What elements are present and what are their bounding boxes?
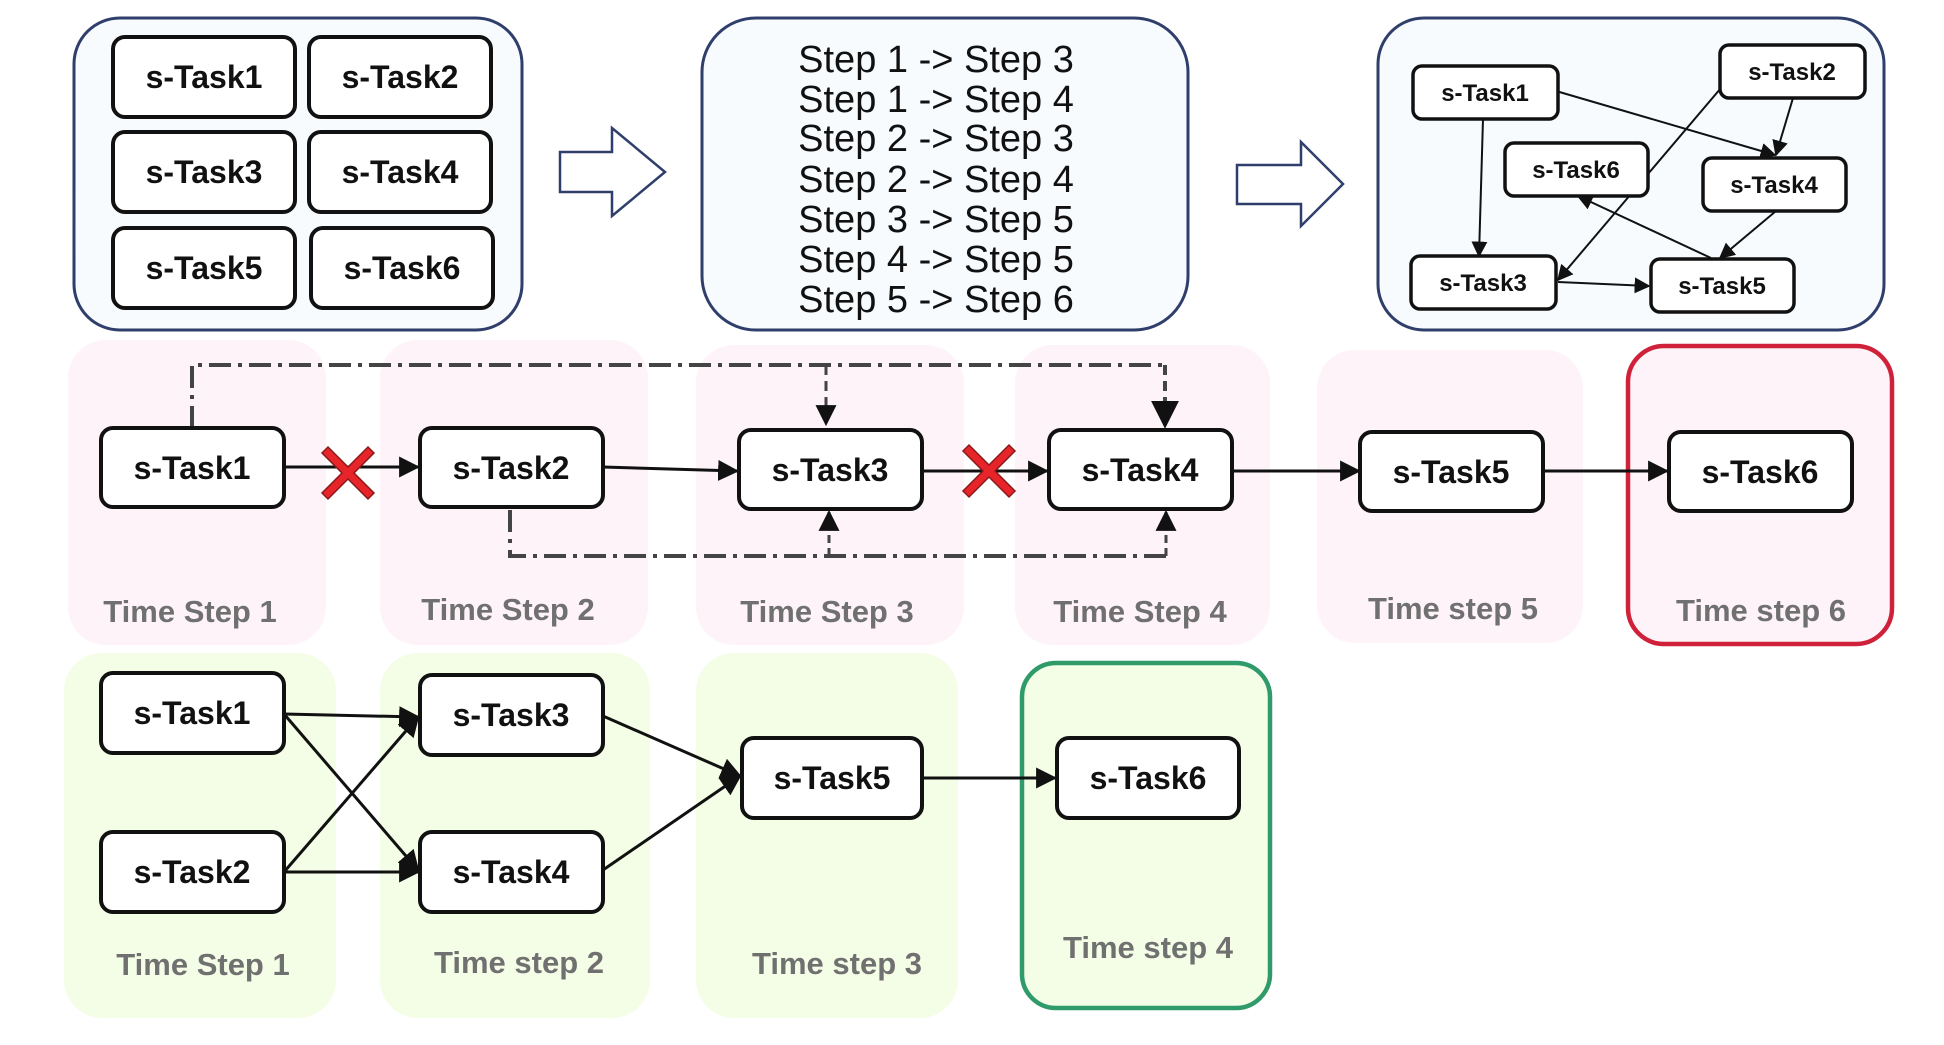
subtask-label: s-Task4 (342, 154, 459, 190)
subtask-box: s-Task6 (309, 226, 495, 310)
time-step-label: Time step 4 (1063, 930, 1234, 965)
time-step-label: Time Step 4 (1053, 594, 1227, 629)
dependency-arrow (283, 706, 421, 728)
time-step-label: Time step 3 (752, 946, 922, 981)
time-step-label: Time Step 1 (116, 947, 289, 982)
dag-node-label: s-Task3 (1439, 270, 1527, 297)
dependency-arrow (602, 774, 742, 872)
dependency-dashed-line (190, 363, 1167, 428)
subtask-label: s-Task5 (146, 250, 263, 286)
dag-node-label: s-Task1 (1441, 80, 1529, 107)
dag-edge (1576, 194, 1712, 259)
subtask-box: s-Task2 (307, 35, 493, 119)
sequential-task-box: s-Task3 (737, 428, 924, 511)
parallel-task-box: s-Task5 (740, 736, 924, 820)
time-step-label: Time Step 3 (740, 594, 913, 629)
dependency-line: Step 1 -> Step 3 (798, 39, 1074, 81)
parallel-task-box: s-Task6 (1055, 736, 1241, 820)
dependency-line: Step 2 -> Step 3 (798, 118, 1074, 160)
dependency-line: Step 3 -> Step 5 (798, 199, 1074, 241)
task-label: s-Task5 (1393, 454, 1510, 490)
dag-node: s-Task4 (1701, 156, 1848, 213)
dependency-line: Step 1 -> Step 4 (798, 79, 1074, 121)
dependency-line: Step 4 -> Step 5 (798, 239, 1074, 281)
time-step-label: Time Step 1 (103, 594, 276, 629)
dag-edge (1555, 90, 1777, 159)
parallel-task-box: s-Task1 (99, 671, 286, 755)
time-step-label: Time step 6 (1676, 593, 1846, 628)
flow-arrow-icon (558, 125, 667, 219)
task-label: s-Task6 (1090, 760, 1207, 796)
task-label: s-Task5 (774, 760, 891, 796)
task-label: s-Task1 (134, 695, 251, 731)
task-label: s-Task2 (134, 854, 251, 890)
dag-edge (1718, 210, 1777, 260)
subtask-box: s-Task1 (111, 35, 297, 119)
sequence-arrow (602, 459, 740, 481)
task-label: s-Task3 (772, 452, 889, 488)
task-label: s-Task2 (453, 450, 570, 486)
subtask-label: s-Task6 (344, 250, 461, 286)
dag-node: s-Task3 (1409, 254, 1558, 311)
dag-node-label: s-Task6 (1532, 157, 1620, 184)
subtask-box: s-Task5 (111, 226, 297, 310)
dag-edge (1471, 118, 1488, 258)
task-label: s-Task4 (453, 854, 570, 890)
dag-edge (1557, 277, 1651, 294)
subtask-box: s-Task3 (111, 130, 297, 214)
task-label: s-Task6 (1702, 454, 1819, 490)
sequential-task-box: s-Task5 (1358, 430, 1545, 513)
task-label: s-Task4 (1082, 452, 1199, 488)
flow-arrow-icon (1235, 138, 1345, 230)
blocked-x-icon (320, 445, 376, 501)
dag-edge (1772, 97, 1794, 157)
sequential-task-box: s-Task1 (99, 426, 286, 509)
sequential-task-box: s-Task2 (418, 426, 605, 509)
dependency-arrow (282, 713, 420, 872)
parallel-task-box: s-Task4 (418, 830, 605, 914)
subtask-label: s-Task1 (146, 59, 263, 95)
time-step-label: Time step 2 (434, 945, 604, 980)
subtask-label: s-Task3 (146, 154, 263, 190)
dag-node: s-Task5 (1649, 257, 1796, 314)
blocked-x-icon (961, 443, 1017, 499)
dependency-line: Step 2 -> Step 4 (798, 159, 1074, 201)
task-label: s-Task3 (453, 697, 570, 733)
task-label: s-Task1 (134, 450, 251, 486)
parallel-task-box: s-Task3 (418, 673, 605, 757)
parallel-task-box: s-Task2 (99, 830, 286, 914)
dag-node: s-Task1 (1411, 64, 1560, 121)
sequential-task-box: s-Task4 (1047, 428, 1234, 511)
dag-node: s-Task6 (1503, 141, 1650, 198)
dag-node-label: s-Task5 (1678, 273, 1766, 300)
subtask-label: s-Task2 (342, 59, 459, 95)
dag-node-label: s-Task2 (1748, 59, 1836, 86)
dag-node-label: s-Task4 (1730, 172, 1818, 199)
subtask-box: s-Task4 (307, 130, 493, 214)
time-step-label: Time Step 2 (421, 592, 594, 627)
sequential-task-box: s-Task6 (1667, 430, 1854, 513)
dependency-arrow (282, 715, 420, 873)
dependency-dashed-line (508, 510, 1166, 558)
time-step-label: Time step 5 (1368, 591, 1538, 626)
dependency-panel (700, 16, 1190, 332)
dependency-line: Step 5 -> Step 6 (798, 279, 1074, 321)
dag-node: s-Task2 (1718, 43, 1867, 100)
dependency-arrow (602, 714, 742, 779)
